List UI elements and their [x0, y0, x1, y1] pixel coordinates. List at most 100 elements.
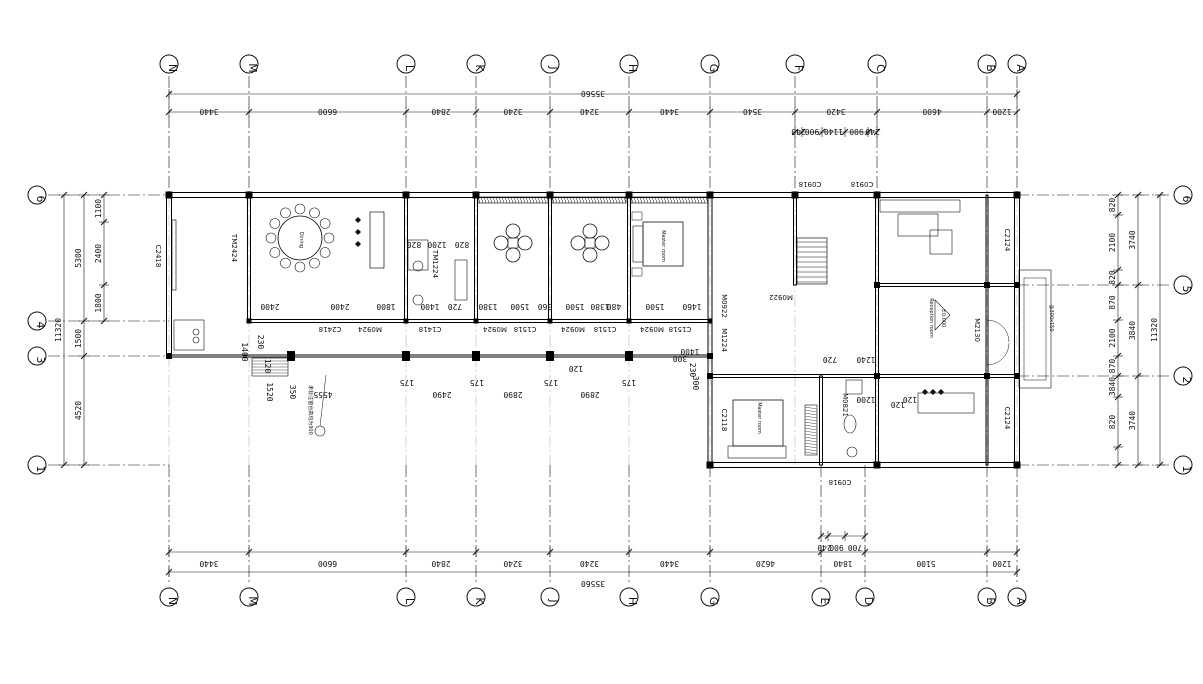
axis-bubble-circle	[396, 587, 416, 607]
armchair	[929, 229, 953, 255]
dim-slash	[1156, 461, 1164, 469]
axis-top-F: F	[785, 54, 805, 74]
dim-slash	[472, 108, 480, 116]
dim-slash	[625, 548, 633, 556]
dim-slash	[100, 218, 108, 226]
axis-left-1: 1	[27, 455, 47, 475]
dim-slash	[706, 548, 714, 556]
dim-slash	[1013, 108, 1021, 116]
dining-chair	[280, 207, 291, 219]
window-hatch	[546, 196, 550, 204]
window-code: C1518	[594, 325, 617, 333]
wardrobe-hatch	[804, 412, 818, 416]
fixture	[454, 259, 468, 301]
axis-bottom-M: M	[239, 587, 259, 607]
lower-dim: 1400	[240, 342, 249, 361]
dim-slash	[841, 532, 849, 540]
axis-bubble-label: H	[626, 597, 639, 605]
window-hatch	[633, 196, 637, 204]
dim-value: 3540	[743, 107, 762, 116]
wall	[985, 194, 989, 466]
axis-top-N: N	[159, 54, 179, 74]
dim-value: 240	[791, 127, 806, 136]
window-code: C2418	[154, 245, 162, 268]
dim-value: 3420	[826, 107, 845, 116]
dim-slash	[798, 128, 806, 136]
lower-dim: 2890	[580, 390, 599, 399]
dining-chair	[309, 207, 320, 219]
mid-dim: 360	[538, 302, 553, 311]
column	[166, 353, 172, 359]
dim-slash	[80, 461, 88, 469]
dining-table	[277, 215, 323, 261]
door-code: M0924	[483, 325, 507, 333]
window-hatch	[669, 196, 673, 204]
axis-bubble-circle	[159, 587, 179, 607]
dining-chair	[269, 247, 281, 258]
dim-value: 870	[1108, 359, 1117, 374]
mid-dim: 480	[607, 302, 622, 311]
window-hatch	[702, 196, 706, 204]
door-swing	[986, 319, 1010, 343]
room-label-dining: Dining	[298, 232, 304, 248]
lower-dim: 300	[673, 354, 688, 363]
dim-slash	[818, 128, 826, 136]
dim-value: 35560	[581, 579, 605, 588]
dining-chair	[294, 261, 306, 273]
dim-value: 3840	[1108, 377, 1117, 396]
mid-dim: 1500	[510, 302, 529, 311]
sofa	[879, 199, 961, 213]
dim-slash	[873, 128, 881, 136]
dim-slash	[546, 108, 554, 116]
column	[625, 191, 633, 199]
mid-dim: 2400	[260, 302, 279, 311]
medallion-ring	[517, 235, 533, 251]
dim-slash	[80, 317, 88, 325]
door-swing	[986, 342, 1010, 366]
window-hatch	[587, 196, 591, 204]
door-code: M0922	[769, 293, 793, 301]
axis-bottom-E: E	[811, 587, 831, 607]
dim-slash	[864, 128, 872, 136]
axis-bubble-circle	[540, 587, 560, 607]
window-hatch	[495, 196, 499, 204]
window-hatch	[675, 196, 679, 204]
window-hatch	[554, 196, 558, 204]
axis-bubble-label: 2	[1180, 377, 1193, 384]
axis-bubble-label: K	[473, 597, 486, 605]
dim-value: 2400	[94, 244, 103, 263]
dim-slash	[625, 108, 633, 116]
window-hatch	[663, 196, 667, 204]
headboard	[632, 225, 644, 263]
axis-top-C: C	[867, 54, 887, 74]
window-hatch	[596, 196, 600, 204]
dim-value: 3240	[503, 559, 522, 568]
window-hatch	[684, 196, 688, 204]
column	[706, 461, 714, 469]
dim-value: 5100	[916, 559, 935, 568]
dim-value: 870	[1108, 295, 1117, 310]
window	[630, 196, 709, 204]
dim-value: 3440	[660, 559, 679, 568]
toilet	[412, 294, 424, 306]
window-hatch	[593, 196, 597, 204]
dim-slash	[1114, 191, 1122, 199]
window-hatch	[540, 196, 544, 204]
axis-top-J: J	[540, 54, 560, 74]
door-code: M0924	[561, 325, 585, 333]
mech-label: @300x150	[1048, 304, 1054, 331]
room-label-reception: Reception room	[928, 298, 934, 338]
medallion-ring	[493, 235, 509, 251]
wardrobe-hatch	[804, 445, 818, 449]
window-hatch	[522, 196, 526, 204]
dim-slash	[100, 191, 108, 199]
column	[707, 353, 713, 359]
dim-slash	[1114, 266, 1122, 274]
window-hatch	[531, 196, 535, 204]
diamond-symbol	[922, 389, 928, 395]
wardrobe-hatch	[804, 427, 818, 431]
dim-slash	[1114, 393, 1122, 401]
axis-bubble-label: 5	[1180, 286, 1193, 293]
axis-bubble-circle	[977, 54, 997, 74]
